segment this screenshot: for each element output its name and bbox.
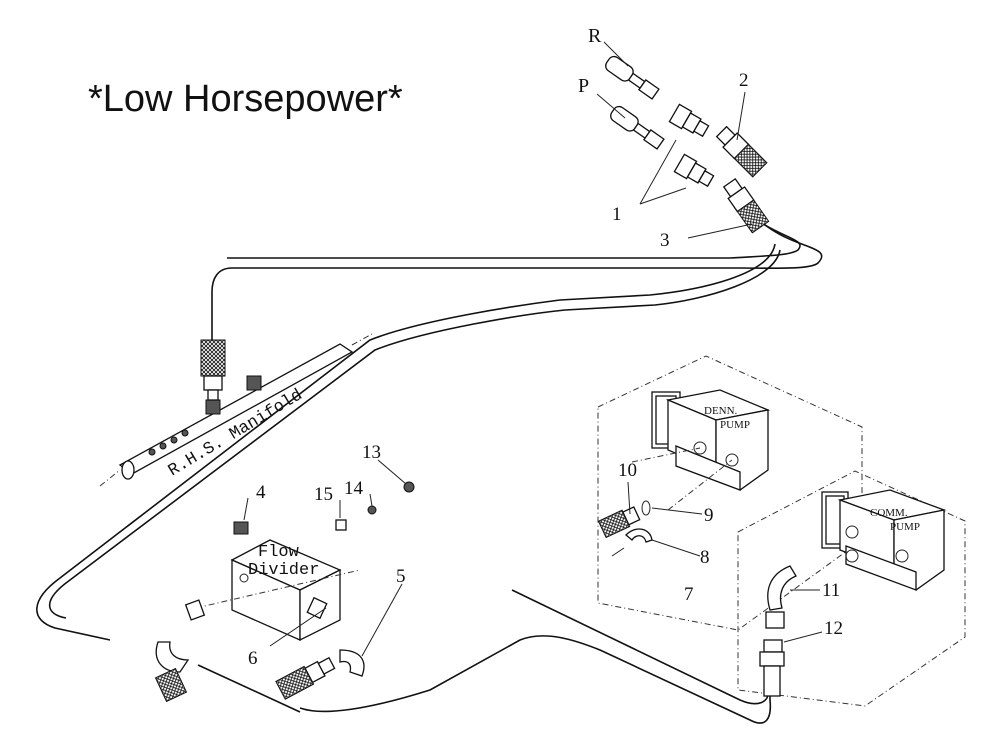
port-label-r: R — [588, 25, 602, 47]
small-fittings — [335, 481, 415, 531]
callout-2: 2 — [739, 70, 749, 91]
callout-4: 4 — [256, 482, 266, 503]
callout-1: 1 — [612, 204, 622, 225]
flow-divider — [195, 521, 361, 642]
comm-pump-fittings — [759, 565, 797, 697]
callout-8: 8 — [700, 547, 710, 568]
callout-10: 10 — [618, 460, 637, 481]
leader-lines — [243, 41, 823, 657]
diagram-title: *Low Horsepower* — [88, 78, 403, 120]
callout-3: 3 — [660, 230, 670, 251]
callout-7: 7 — [684, 584, 694, 605]
callout-5: 5 — [396, 566, 406, 587]
denn-pump-fittings — [597, 500, 653, 557]
callout-14: 14 — [344, 478, 364, 499]
callout-13: 13 — [362, 442, 381, 463]
denn-pump — [631, 389, 771, 511]
port-label-p: P — [578, 75, 589, 97]
flow-divider-label-line1: Flow — [258, 543, 300, 562]
rhs-manifold — [99, 333, 373, 487]
callout-11: 11 — [822, 580, 840, 601]
callout-6: 6 — [248, 648, 258, 669]
flow-divider-label-line2: Divider — [248, 561, 319, 580]
comm-pump — [821, 489, 947, 591]
callout-15: 15 — [314, 484, 333, 505]
callout-12: 12 — [824, 618, 843, 639]
comm-pump-enclosure — [737, 470, 966, 707]
comm-pump-label-line1: COMM. — [870, 507, 908, 519]
denn-pump-label-line1: DENN. — [704, 405, 738, 417]
comm-pump-label-line2: PUMP — [890, 521, 920, 533]
denn-pump-label-line2: PUMP — [720, 419, 750, 431]
flow-divider-fittings — [154, 596, 365, 703]
top-fitting-assembly — [605, 55, 770, 234]
callout-9: 9 — [704, 505, 714, 526]
